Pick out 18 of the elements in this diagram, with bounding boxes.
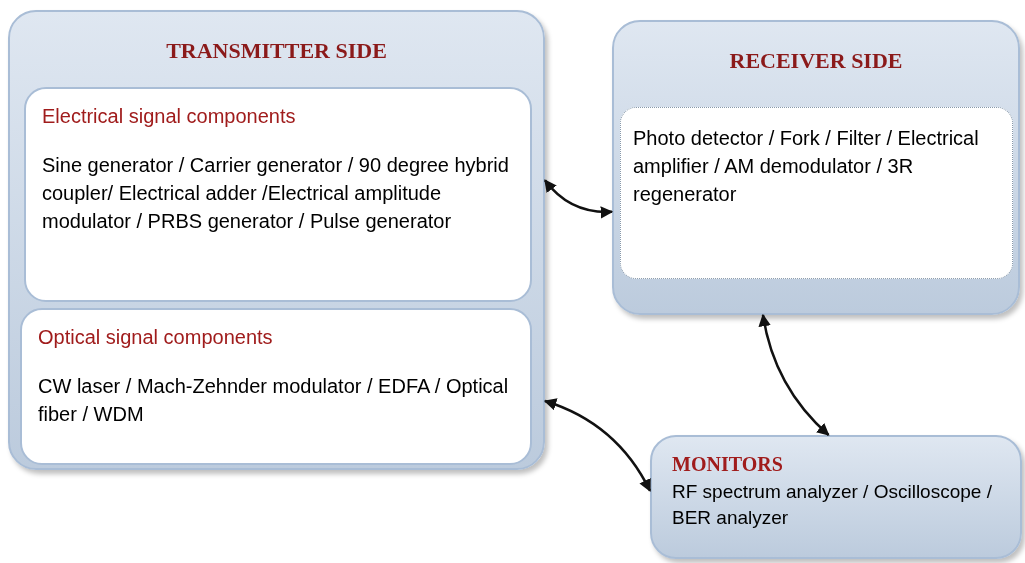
double-arrow: [758, 313, 830, 436]
component-list: RF spectrum analyzer / Oscilloscope / BER analyzer: [672, 479, 1000, 531]
panel-title: RECEIVER SIDE: [728, 47, 904, 75]
section-heading: MONITORS: [672, 452, 784, 477]
panel-title: TRANSMITTER SIDE: [165, 37, 388, 65]
section-heading: Electrical signal components: [42, 104, 297, 129]
double-arrow: [544, 179, 614, 219]
component-list: CW laser / Mach-Zehnder modulator / EDFA / Optical fiber / WDM: [38, 372, 514, 428]
component-box: [20, 308, 532, 465]
component-box: [24, 87, 532, 302]
double-arrow: [543, 398, 652, 492]
section-heading: Optical signal components: [38, 325, 274, 350]
group-panel: [612, 20, 1020, 315]
component-box: [620, 107, 1013, 279]
component-box: [650, 435, 1022, 559]
group-panel: [8, 10, 545, 470]
component-list: Sine generator / Carrier generator / 90 degree hybrid coupler/ Electrical adder /Electrical amplitude modulator / PRBS generator / Pulse generator: [42, 151, 514, 235]
component-list: Photo detector / Fork / Filter / Electrical amplifier / AM demodulator / 3R regenerator: [633, 124, 1000, 208]
